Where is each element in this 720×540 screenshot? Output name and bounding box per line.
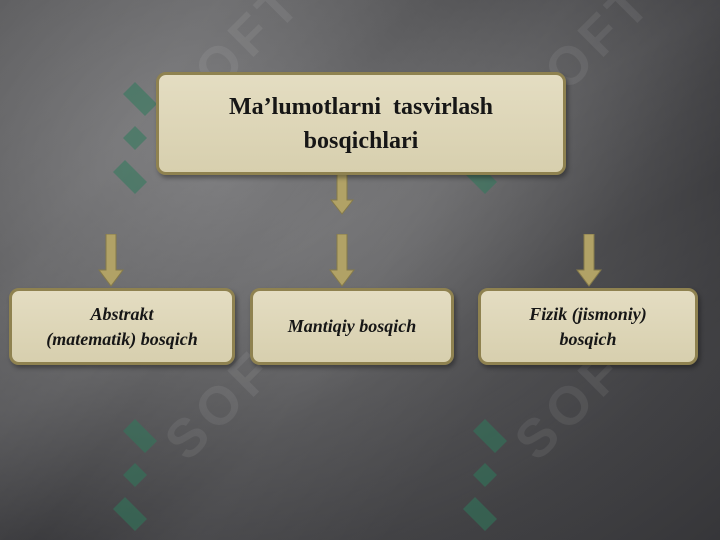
child-node-abstrakt: Abstrakt (matematik) bosqich (9, 288, 235, 365)
root-node-line2: bosqichlari (303, 127, 419, 154)
down-arrow-icon (576, 234, 602, 287)
child-node-line2: (matematik) bosqich (46, 328, 198, 349)
down-arrow-icon (330, 174, 354, 215)
down-arrow-icon (329, 234, 355, 287)
child-node-line1: Abstrakt (90, 303, 154, 324)
child-node-line1: Fizik (jismoniy) (529, 303, 647, 324)
child-node-fizik: Fizik (jismoniy) bosqich (478, 288, 698, 365)
root-node-line1: Ma’lumotlarni tasvirlash (229, 93, 493, 120)
child-node-mantiqiy: Mantiqiy bosqich (250, 288, 454, 365)
root-node: Ma’lumotlarni tasvirlash bosqichlari (156, 72, 566, 175)
watermark-logo-icon (113, 419, 157, 531)
watermark-logo-icon (113, 82, 157, 194)
watermark-logo-icon (463, 419, 507, 531)
child-node-line2: bosqich (559, 328, 617, 349)
child-node-line1: Mantiqiy bosqich (287, 316, 417, 336)
down-arrow-icon (98, 234, 124, 287)
